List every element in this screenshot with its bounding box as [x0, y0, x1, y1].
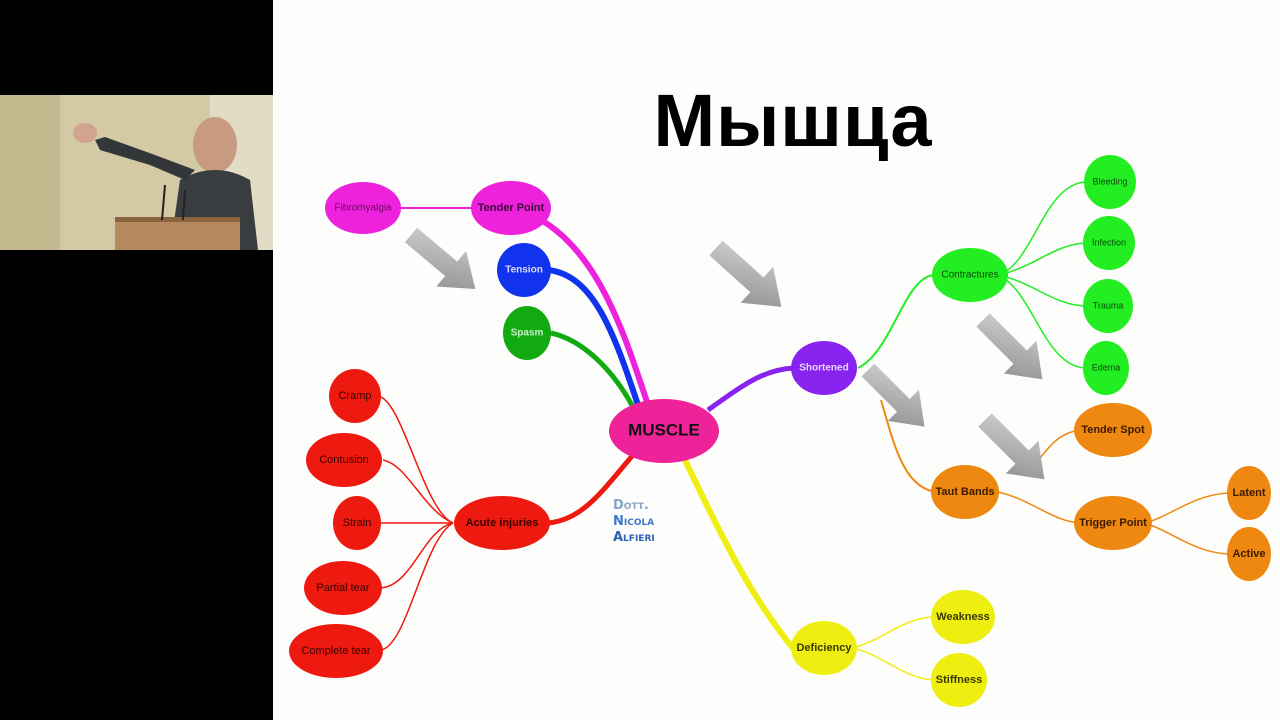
node-strain: Strain: [333, 496, 381, 550]
svg-text:Trigger Point: Trigger Point: [1079, 517, 1147, 529]
svg-text:Active: Active: [1232, 548, 1265, 560]
node-taut-bands: Taut Bands: [931, 465, 999, 519]
edge-shortened-contractures: [857, 274, 934, 369]
svg-text:Infection: Infection: [1092, 237, 1126, 247]
edge-center-deficiency: [682, 458, 796, 650]
svg-text:Partial tear: Partial tear: [316, 582, 370, 594]
speaker-video-thumbnail: [0, 95, 273, 250]
svg-text:Taut Bands: Taut Bands: [935, 486, 994, 498]
slide-title: Мышца: [653, 79, 933, 162]
svg-text:Spasm: Spasm: [511, 328, 544, 339]
svg-text:Fibromyalgia: Fibromyalgia: [334, 203, 392, 214]
node-deficiency: Deficiency: [791, 621, 857, 675]
arrow-icon-to-tautbands: [852, 354, 941, 443]
node-latent: Latent: [1227, 466, 1271, 520]
edge-tautbands-tenderspot: [1034, 429, 1082, 466]
svg-text:Contractures: Contractures: [941, 270, 998, 281]
edge-contractures-trauma: [997, 274, 1086, 307]
watermark-logo: Dott. Nicola Alfieri: [613, 498, 655, 546]
edge-center-shortened: [706, 365, 794, 413]
node-partial-tear: Partial tear: [304, 561, 382, 615]
node-infection: Infection: [1083, 216, 1135, 270]
edge-deficiency-weakness: [852, 616, 934, 649]
svg-text:Stiffness: Stiffness: [936, 674, 982, 686]
watermark-line-3: Alfieri: [613, 530, 655, 545]
node-tender-spot: Tender Spot: [1074, 403, 1152, 457]
svg-text:Weakness: Weakness: [936, 611, 990, 623]
svg-text:MUSCLE: MUSCLE: [628, 420, 700, 439]
node-acute-injuries: Acute injuries: [454, 496, 550, 550]
svg-text:Complete tear: Complete tear: [301, 645, 370, 657]
muscle-mind-map: MUSCLE Fibromyalgia Tender Point Tension…: [289, 155, 1271, 707]
presentation-slide: Мышца: [273, 0, 1280, 720]
edge-contractures-infection: [997, 242, 1086, 276]
arrow-icon-to-shortened: [699, 230, 798, 325]
edge-deficiency-stiffness: [852, 647, 934, 681]
watermark-line-2: Nicola: [613, 514, 655, 529]
edge-center-acute: [547, 453, 635, 526]
node-contusion: Contusion: [306, 433, 382, 487]
edge-center-spasm: [550, 330, 636, 409]
mindmap-nodes: MUSCLE Fibromyalgia Tender Point Tension…: [289, 155, 1271, 707]
node-center-muscle: MUSCLE: [609, 399, 719, 463]
edge-acute-partialtear: [380, 522, 454, 589]
svg-text:Tender Point: Tender Point: [478, 202, 545, 214]
node-complete-tear: Complete tear: [289, 624, 383, 678]
node-shortened: Shortened: [791, 341, 857, 395]
node-weakness: Weakness: [931, 590, 995, 644]
edge-acute-cramp: [377, 395, 454, 524]
node-tension: Tension: [497, 243, 551, 297]
node-bleeding: Bleeding: [1084, 155, 1136, 209]
node-spasm: Spasm: [503, 306, 551, 360]
node-tender-point: Tender Point: [471, 181, 551, 235]
svg-text:Edema: Edema: [1092, 362, 1121, 372]
edge-triggerpoint-active: [1144, 522, 1229, 555]
edge-acute-contusion: [382, 459, 454, 524]
edge-center-tension: [547, 267, 641, 406]
node-active: Active: [1227, 527, 1271, 581]
svg-text:Bleeding: Bleeding: [1092, 176, 1127, 186]
svg-text:Strain: Strain: [343, 517, 372, 529]
edge-tautbands-triggerpoint: [997, 491, 1082, 524]
edge-shortened-tautbands: [880, 399, 939, 493]
watermark-line-1: Dott.: [613, 498, 649, 513]
arrow-icon-to-spasm: [396, 217, 491, 307]
node-stiffness: Stiffness: [931, 653, 987, 707]
svg-text:Tension: Tension: [505, 265, 543, 276]
node-cramp: Cramp: [329, 369, 381, 423]
node-contractures: Contractures: [932, 248, 1008, 302]
node-trauma: Trauma: [1083, 279, 1133, 333]
node-trigger-point: Trigger Point: [1074, 496, 1152, 550]
svg-text:Cramp: Cramp: [338, 390, 371, 402]
edge-triggerpoint-latent: [1144, 492, 1229, 524]
svg-text:Acute injuries: Acute injuries: [466, 517, 539, 529]
svg-text:Shortened: Shortened: [799, 363, 848, 374]
node-edema: Edema: [1083, 341, 1129, 395]
speaker-image: [0, 95, 273, 250]
node-fibromyalgia: Fibromyalgia: [325, 182, 401, 234]
svg-text:Latent: Latent: [1233, 487, 1266, 499]
svg-text:Deficiency: Deficiency: [796, 642, 852, 654]
svg-text:Contusion: Contusion: [319, 454, 369, 466]
edge-contractures-bleeding: [997, 181, 1086, 276]
arrow-icon-to-tenderspot: [966, 303, 1059, 396]
edge-contractures-edema: [997, 274, 1086, 369]
svg-text:Trauma: Trauma: [1093, 300, 1124, 310]
svg-text:Tender Spot: Tender Spot: [1081, 424, 1145, 436]
edge-acute-completetear: [380, 522, 454, 651]
